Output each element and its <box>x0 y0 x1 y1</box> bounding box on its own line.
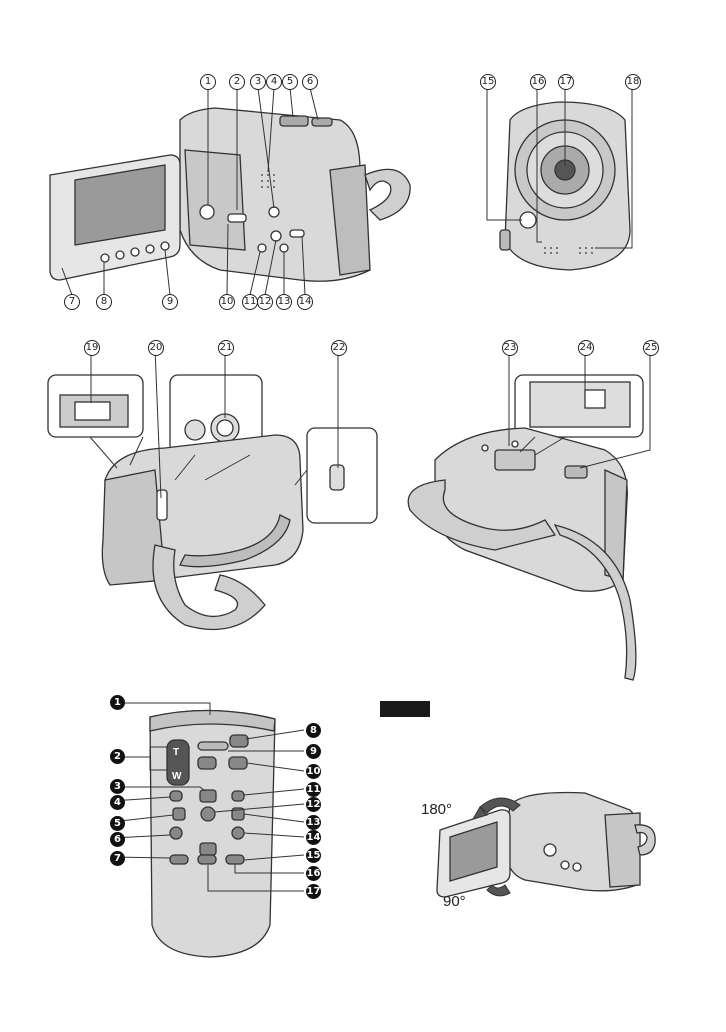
callout-23: 23 <box>502 340 518 356</box>
callout-15: 15 <box>480 74 496 90</box>
callout-18: 18 <box>625 74 641 90</box>
remote-callout-10: 10 <box>306 764 321 779</box>
callout-17: 17 <box>558 74 574 90</box>
callout-2: 2 <box>229 74 245 90</box>
remote-callout-4: 4 <box>110 795 125 810</box>
remote-callout-13: 13 <box>306 815 321 830</box>
rotation-angle-90: 90° <box>443 893 466 910</box>
remote-callout-8: 8 <box>306 723 321 738</box>
callout-19: 19 <box>84 340 100 356</box>
hand-strap <box>365 169 410 220</box>
callout-9: 9 <box>162 294 178 310</box>
callout-3: 3 <box>250 74 266 90</box>
remote-callout-17: 17 <box>306 884 321 899</box>
camcorder-bottom-figure <box>405 340 665 700</box>
note-badge <box>380 701 430 717</box>
tele-button-label: T <box>173 747 179 758</box>
callout-24: 24 <box>578 340 594 356</box>
callout-7: 7 <box>64 294 80 310</box>
callout-10: 10 <box>219 294 235 310</box>
callout-14: 14 <box>297 294 313 310</box>
callout-20: 20 <box>148 340 164 356</box>
callout-5: 5 <box>282 74 298 90</box>
callout-12: 12 <box>257 294 273 310</box>
callout-16: 16 <box>530 74 546 90</box>
remote-callout-6: 6 <box>110 832 125 847</box>
remote-callout-5: 5 <box>110 816 125 831</box>
callout-4: 4 <box>266 74 282 90</box>
remote-control-figure: T W <box>110 695 310 965</box>
callout-8: 8 <box>96 294 112 310</box>
callout-6: 6 <box>302 74 318 90</box>
remote-callout-2: 2 <box>110 749 125 764</box>
camcorder-front-figure <box>490 80 650 280</box>
camcorder-rear-figure <box>45 340 385 670</box>
callout-25: 25 <box>643 340 659 356</box>
camcorder-lcd-open-figure <box>40 80 420 320</box>
callout-1: 1 <box>200 74 216 90</box>
remote-callout-15: 15 <box>306 848 321 863</box>
callout-13: 13 <box>276 294 292 310</box>
remote-callout-14: 14 <box>306 830 321 845</box>
callout-11: 11 <box>242 294 258 310</box>
remote-callout-7: 7 <box>110 851 125 866</box>
callout-21: 21 <box>218 340 234 356</box>
remote-callout-9: 9 <box>306 744 321 759</box>
remote-callout-1: 1 <box>110 695 125 710</box>
remote-callout-3: 3 <box>110 779 125 794</box>
remote-callout-16: 16 <box>306 866 321 881</box>
rotation-angle-180: 180° <box>421 801 452 818</box>
remote-callout-11: 11 <box>306 782 321 797</box>
wide-button-label: W <box>172 771 182 782</box>
remote-callout-12: 12 <box>306 797 321 812</box>
callout-22: 22 <box>331 340 347 356</box>
